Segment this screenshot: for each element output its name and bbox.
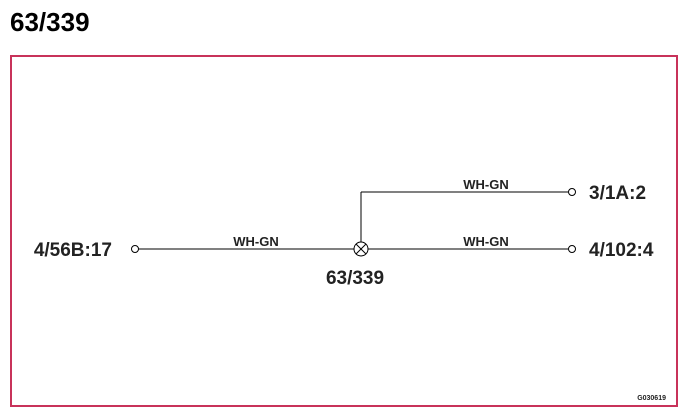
diagram-frame: [10, 55, 678, 407]
lower-right-terminal-label: 4/102:4: [589, 240, 654, 261]
junction-label: 63/339: [326, 268, 384, 289]
wire-upper-right-color-label: WH-GN: [463, 177, 509, 192]
upper-right-terminal-label: 3/1A:2: [589, 183, 646, 204]
upper-right-terminal-node: [568, 188, 576, 196]
wire-lower-right-color-label: WH-GN: [463, 234, 509, 249]
splice-junction-icon: [353, 241, 369, 257]
lower-right-terminal-node: [568, 245, 576, 253]
figure-code: G030619: [637, 395, 666, 402]
left-terminal-label: 4/56B:17: [34, 240, 112, 261]
left-terminal-node: [131, 245, 139, 253]
page-title: 63/339: [10, 7, 90, 37]
wire-left-color-label: WH-GN: [233, 234, 279, 249]
